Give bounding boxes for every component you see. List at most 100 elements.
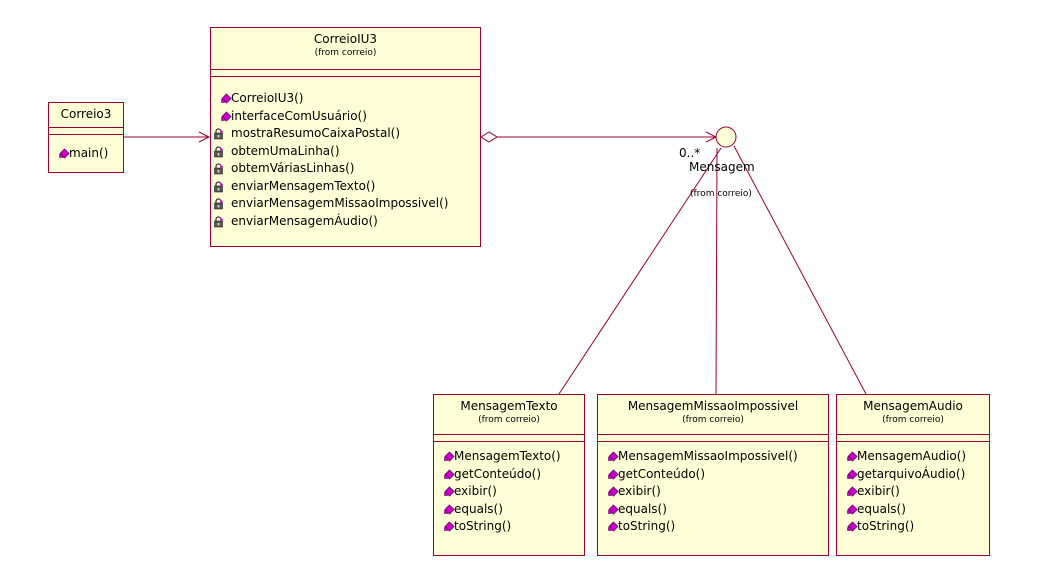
public-operation-icon [608,468,619,480]
multiplicity-label: 0..* [679,146,701,160]
operation-label: exibir() [618,484,661,498]
class-correio3[interactable]: Correio3 main() [48,102,124,173]
class-name: MensagemMissaoImpossivel [627,399,799,413]
operation-label: getConteúdo() [454,466,542,481]
operation-label: exibir() [454,484,497,498]
class-name: CorreioIU3 [313,32,378,46]
operation-label: toString() [618,519,676,533]
public-operation-icon [221,93,232,104]
public-operation-icon [847,451,858,462]
class-mensagemtexto[interactable]: MensagemTexto (from correio) MensagemTex… [433,394,585,556]
private-operation-icon [213,180,224,192]
operation-item[interactable]: getConteúdo() [608,466,828,484]
operation-item[interactable]: toString() [847,518,989,536]
class-package: (from correio) [314,48,377,58]
attributes-compartment [211,70,480,77]
realization-mensagemmissaoimpossivel [715,147,718,395]
operation-item[interactable]: obtemUmaLinha() [214,143,480,161]
private-operation-icon [213,215,224,227]
class-header: MensagemMissaoImpossivel (from correio) [598,395,828,435]
operation-label: equals() [857,501,906,516]
public-operation-icon [444,503,455,515]
operation-item[interactable]: enviarMensagemMissaoImpossivel() [214,195,480,213]
public-operation-icon [59,148,70,159]
operation-item[interactable]: exibir() [444,483,584,501]
private-operation-icon [213,198,224,210]
operation-item[interactable]: main() [59,145,123,163]
operation-label: MensagemMissaoImpossivel() [618,449,798,463]
class-name: Correio3 [60,107,112,121]
operation-item[interactable]: getarquivoÁudio() [847,466,989,484]
public-operation-icon [608,521,619,532]
class-name: MensagemAudio [863,399,963,413]
public-operation-icon [608,486,619,497]
operation-item[interactable]: toString() [608,518,828,536]
class-package: (from correio) [478,415,540,425]
operation-item[interactable]: equals() [608,501,828,519]
operation-label: MensagemTexto() [454,449,561,463]
class-correioiu3[interactable]: CorreioIU3 (from correio) CorreioIU3() in… [210,27,481,247]
class-name: MensagemTexto [460,399,558,413]
public-operation-icon [608,451,619,462]
operation-label: getConteúdo() [618,466,706,481]
realization-mensagemaudio [733,145,867,395]
operation-item[interactable]: mostraResumoCaixaPostal() [214,125,480,143]
attributes-compartment [598,435,828,442]
operation-label: exibir() [857,484,900,498]
operation-label: toString() [857,519,915,533]
operations-compartment: CorreioIU3() interfaceComUsuário() mostraR… [211,77,480,230]
operation-item[interactable]: equals() [847,501,989,519]
private-operation-icon [213,128,224,140]
operation-item[interactable]: obtemVáriasLinhas() [214,160,480,178]
aggregation-diamond [480,131,498,143]
attributes-compartment [837,435,989,442]
operation-label: mostraResumoCaixaPostal() [231,126,401,140]
operation-label: enviarMensagemÁudio() [231,213,378,228]
class-header: CorreioIU3 (from correio) [211,28,480,70]
operation-label: interfaceComUsuário() [231,108,367,123]
class-mensagemaudio[interactable]: MensagemAudio (from correio) MensagemAud… [836,394,990,556]
operation-item[interactable]: interfaceComUsuário() [221,108,480,126]
public-operation-icon [608,503,619,515]
operations-compartment: MensagemMissaoImpossivel() getConteúdo() e… [598,442,828,536]
operation-item[interactable]: getConteúdo() [444,466,584,484]
operation-label: obtemVáriasLinhas() [231,161,355,175]
navigation-arrowhead [198,131,211,143]
operation-label: enviarMensagemTexto() [231,178,376,193]
private-operation-icon [213,163,224,175]
class-mensagemmissaoimpossivel[interactable]: MensagemMissaoImpossivel (from correio) … [597,394,829,556]
operation-item[interactable]: toString() [444,518,584,536]
operation-label: obtemUmaLinha() [231,143,340,158]
public-operation-icon [847,521,858,532]
operations-compartment: MensagemTexto() getConteúdo() exibir() equa… [434,442,584,536]
public-operation-icon [847,486,858,497]
operation-item[interactable]: equals() [444,501,584,519]
private-operation-icon [213,145,224,157]
operation-item[interactable]: exibir() [608,483,828,501]
operation-item[interactable]: MensagemTexto() [444,448,584,466]
public-operation-icon [444,451,455,462]
operation-label: toString() [454,519,512,533]
class-header: MensagemAudio (from correio) [837,395,989,435]
operation-label: MensagemAudio() [857,449,967,463]
interface-lollipop-icon[interactable] [715,126,737,148]
operation-item[interactable]: CorreioIU3() [221,90,480,108]
realization-mensagemtexto [558,147,722,395]
public-operation-icon [847,468,858,480]
operation-item[interactable]: enviarMensagemTexto() [214,178,480,196]
public-operation-icon [444,521,455,532]
operation-label: equals() [618,501,667,516]
class-header: Correio3 [49,103,123,128]
public-operation-icon [444,486,455,497]
class-package: (from correio) [682,415,744,425]
operation-item[interactable]: exibir() [847,483,989,501]
operation-label: CorreioIU3() [231,91,304,105]
operation-item[interactable]: MensagemAudio() [847,448,989,466]
public-operation-icon [847,503,858,515]
class-package: (from correio) [882,415,944,425]
interface-name-mensagem[interactable]: Mensagem [689,160,755,174]
operation-item[interactable]: MensagemMissaoImpossivel() [608,448,828,466]
operation-item[interactable]: enviarMensagemÁudio() [214,213,480,231]
operation-label: enviarMensagemMissaoImpossivel() [231,196,449,210]
attributes-compartment [434,435,584,442]
